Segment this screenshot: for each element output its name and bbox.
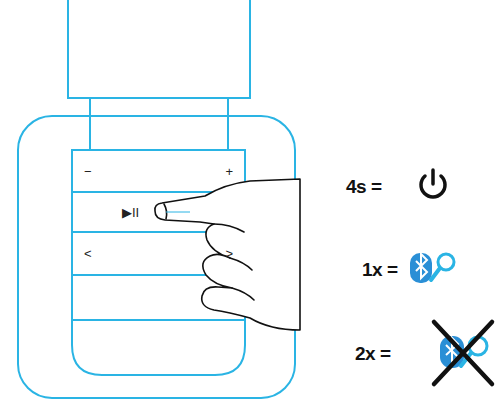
button-row: −+ xyxy=(76,152,241,190)
bluetooth-search-off-icon xyxy=(434,322,492,384)
button-row: <> xyxy=(76,234,241,273)
press-count-label: 4s = xyxy=(346,176,382,198)
button-row: ▶II xyxy=(76,194,241,230)
button-symbol: + xyxy=(225,164,233,179)
bluetooth-search-icon xyxy=(410,253,454,283)
button-symbol: ▶II xyxy=(122,205,139,220)
headband xyxy=(68,0,250,98)
button-symbol: > xyxy=(225,246,233,261)
button-symbol: < xyxy=(84,246,92,261)
press-count-label: 1x = xyxy=(362,259,398,281)
button-symbol: − xyxy=(84,164,92,179)
band-joint xyxy=(90,98,228,150)
press-count-label: 2x = xyxy=(355,343,391,365)
power-icon xyxy=(421,170,445,197)
